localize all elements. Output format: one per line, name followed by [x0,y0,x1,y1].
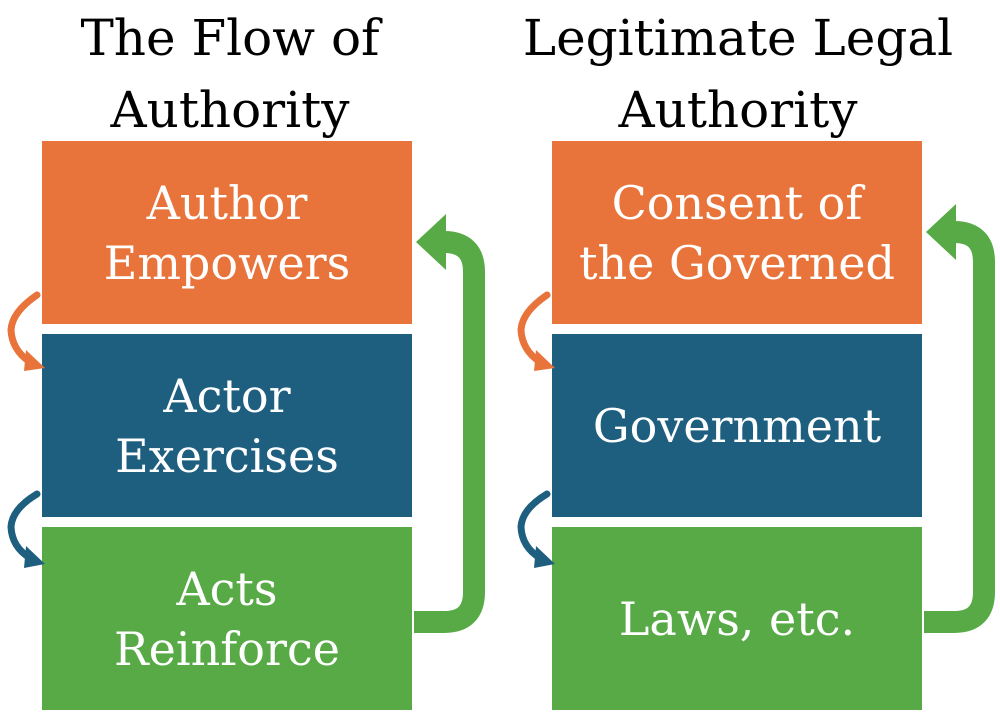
consent-line2: the Governed [579,235,895,290]
author-empowers-box: Author Empowers [42,141,412,324]
consent-of-governed-box: Consent of the Governed [552,141,922,324]
author-empowers-line1: Author [146,175,308,230]
right-title-line1: Legitimate Legal [522,9,954,67]
author-empowers-line2: Empowers [103,235,351,290]
right-column-title: Legitimate Legal Authority [488,2,988,146]
acts-reinforce-box: Acts Reinforce [42,527,412,710]
left-title-line2: Authority [110,81,350,139]
laws-etc-box: Laws, etc. [552,527,922,710]
left-column-title: The Flow of Authority [20,2,440,146]
left-title-line1: The Flow of [80,9,380,67]
government-label: Government [592,398,882,453]
right-title-line2: Authority [618,81,858,139]
curved-arrow-icon [517,490,555,568]
feedback-arrow-icon [924,204,995,633]
acts-reinforce-line2: Reinforce [114,621,340,676]
actor-exercises-line1: Actor [163,368,291,423]
consent-line1: Consent of [611,175,863,230]
actor-exercises-line2: Exercises [115,428,339,483]
curved-arrow-icon [517,291,555,371]
laws-label: Laws, etc. [618,591,856,646]
government-box: Government [552,334,922,517]
curved-arrow-icon [7,291,45,371]
actor-exercises-box: Actor Exercises [42,334,412,517]
feedback-arrow-icon [414,214,485,633]
acts-reinforce-line1: Acts [176,561,278,616]
curved-arrow-icon [7,490,45,568]
